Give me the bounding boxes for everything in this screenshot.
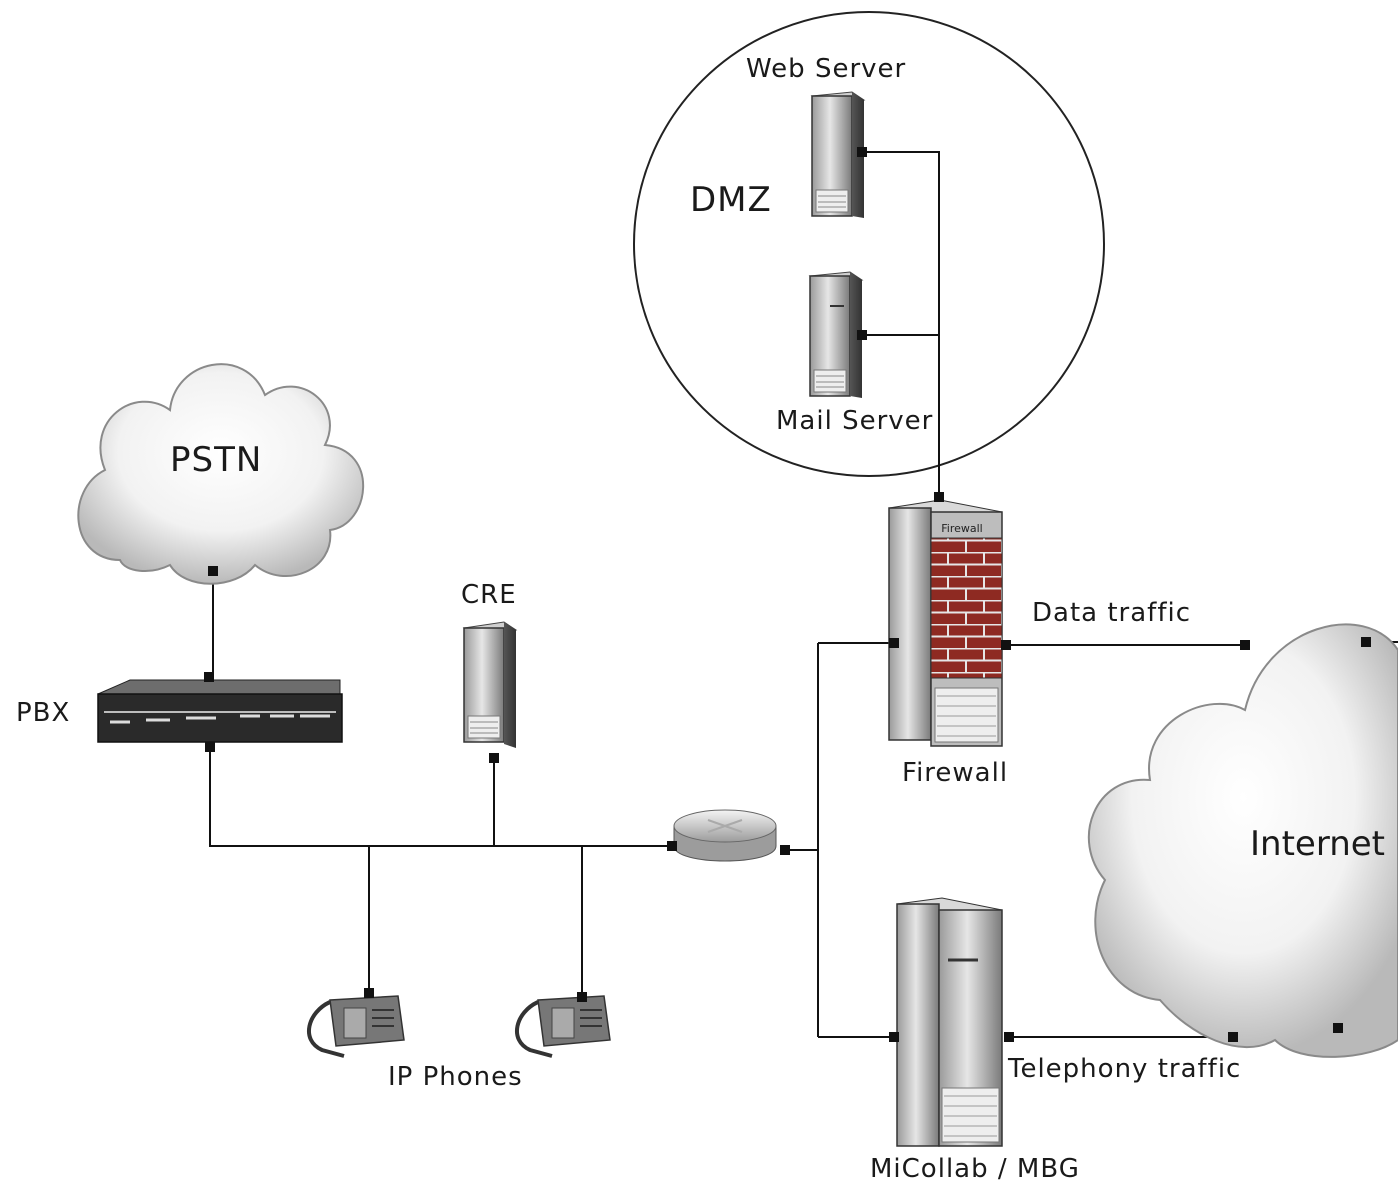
mail-server-label: Mail Server <box>776 406 934 436</box>
firewall-label: Firewall <box>902 758 1009 788</box>
link-webserver-firewall <box>862 151 940 498</box>
lan-bus <box>209 746 672 847</box>
ip-phone-1-icon <box>307 995 405 1058</box>
firewall-icon <box>888 499 1003 747</box>
mail-server-icon <box>808 271 864 398</box>
firewall-tag-text: Firewall <box>941 522 982 535</box>
router-icon <box>673 809 777 862</box>
pstn-cloud <box>77 363 365 585</box>
micollab-mbg-label: MiCollab / MBG <box>870 1154 1080 1184</box>
pstn-label: PSTN <box>170 440 263 480</box>
cre-label: CRE <box>461 580 517 610</box>
pbx-icon <box>97 679 343 743</box>
pbx-label: PBX <box>16 698 71 728</box>
web-server-icon <box>810 91 866 218</box>
connection-ports <box>204 147 1371 1042</box>
ip-phones-label: IP Phones <box>388 1062 523 1092</box>
data-traffic-label: Data traffic <box>1032 598 1191 628</box>
dmz-zone-circle <box>633 11 1105 477</box>
web-server-label: Web Server <box>746 54 907 84</box>
internet-label: Internet <box>1250 824 1386 864</box>
cre-server-icon <box>462 621 518 748</box>
ip-phone-2-icon <box>515 995 611 1058</box>
telephony-traffic-label: Telephony traffic <box>1008 1054 1242 1084</box>
micollab-server-icon <box>896 897 1003 1147</box>
dmz-label: DMZ <box>690 180 772 220</box>
internet-cloud <box>1087 623 1398 1058</box>
